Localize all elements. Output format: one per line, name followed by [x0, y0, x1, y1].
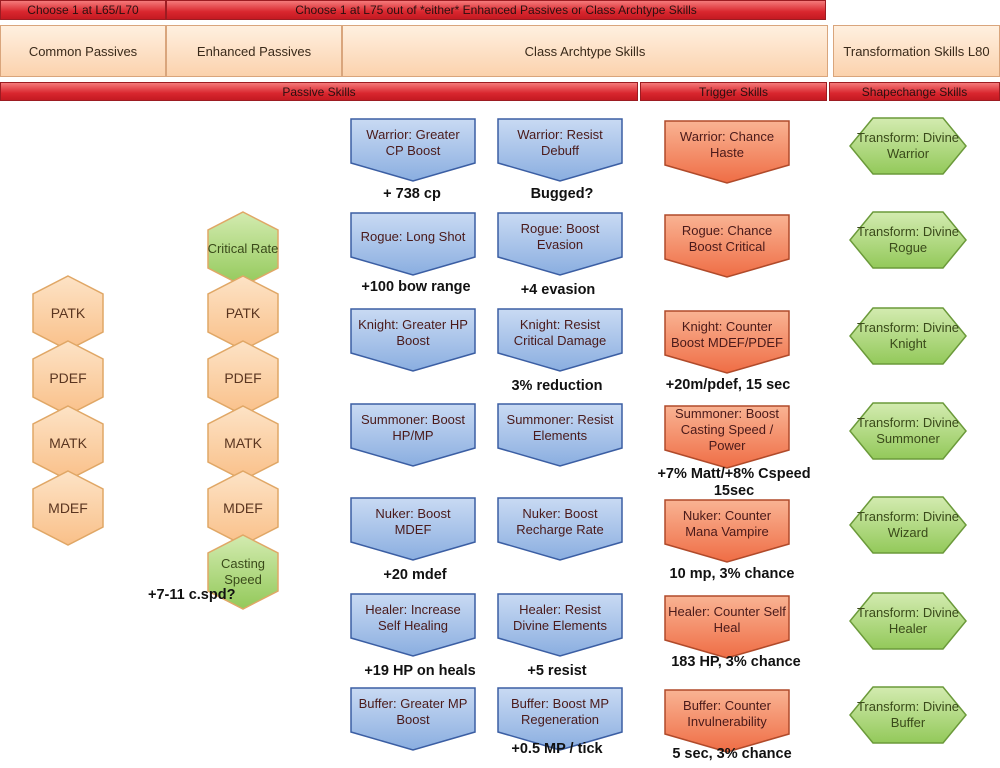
enhanced-passive-4: MDEF [207, 470, 279, 546]
class-passive2-0: Warrior: Resist Debuff [497, 118, 623, 182]
class-transform-1-label: Transform: Divine Rogue [856, 224, 960, 255]
class-passive1-2-label: Knight: Greater HP Boost [358, 316, 468, 348]
subheader-shapechange-skills: Shapechange Skills [829, 82, 1000, 101]
class-trigger-1-label: Rogue: Chance Boost Critical [681, 222, 773, 254]
enhanced-passive-4-label: MDEF [223, 500, 263, 516]
class-passive1-4: Nuker: Boost MDEF [350, 497, 476, 561]
class-transform-3-label: Transform: Divine Summoner [856, 415, 960, 446]
enhanced-passive-3-label: MATK [224, 435, 262, 451]
class-passive1-0: Warrior: Greater CP Boost [350, 118, 476, 182]
class-transform-4-label: Transform: Divine Wizard [856, 509, 960, 540]
class-transform-2: Transform: Divine Knight [849, 307, 967, 365]
class-passive1-3: Summoner: Boost HP/MP [350, 403, 476, 467]
header-right: Choose 1 at L75 out of *either* Enhanced… [166, 0, 826, 20]
enhanced-passive-5: Casting Speed [207, 534, 279, 610]
class-passive1-6: Buffer: Greater MP Boost [350, 687, 476, 751]
class-trigger-5-label: Healer: Counter Self Heal [668, 603, 786, 635]
common-passive-2-label: MATK [49, 435, 87, 451]
class-passive2-4: Nuker: Boost Recharge Rate [497, 497, 623, 561]
subheader-trigger-skills: Trigger Skills [640, 82, 827, 101]
enhanced-passive-0-label: Critical Rate [207, 241, 279, 256]
class-trigger-1: Rogue: Chance Boost Critical [664, 214, 790, 278]
class-passive2-6: Buffer: Boost MP Regeneration [497, 687, 623, 751]
enhanced-passive-2-label: PDEF [224, 370, 262, 386]
class-passive1-5-label: Healer: Increase Self Healing [365, 601, 461, 633]
annotation-1: Bugged? [530, 186, 594, 202]
column-transformation-skills: Transformation Skills L80 [833, 25, 1000, 77]
common-passive-3: MDEF [32, 470, 104, 546]
annotation-6: +19 HP on heals [364, 663, 476, 679]
class-trigger-2: Knight: Counter Boost MDEF/PDEF [664, 310, 790, 374]
class-passive1-6-label: Buffer: Greater MP Boost [358, 695, 468, 727]
class-passive2-3: Summoner: Resist Elements [497, 403, 623, 467]
common-passive-1-label: PDEF [49, 370, 87, 386]
class-transform-4: Transform: Divine Wizard [849, 496, 967, 554]
class-transform-5: Transform: Divine Healer [849, 592, 967, 650]
class-transform-2-label: Transform: Divine Knight [856, 320, 960, 351]
class-passive2-2: Knight: Resist Critical Damage [497, 308, 623, 372]
class-trigger-6: Buffer: Counter Invulnerability [664, 689, 790, 753]
annotation-4: 3% reduction [511, 378, 603, 394]
class-trigger-5: Healer: Counter Self Heal [664, 595, 790, 659]
class-trigger-3: Summoner: Boost Casting Speed / Power [664, 405, 790, 469]
class-trigger-4-label: Nuker: Counter Mana Vampire [682, 507, 772, 539]
class-passive2-1-label: Rogue: Boost Evasion [520, 220, 600, 252]
column-enhanced-passives: Enhanced Passives [166, 25, 342, 77]
annotation-5: +20 mdef [383, 567, 447, 583]
class-transform-0-label: Transform: Divine Warrior [856, 130, 960, 161]
class-transform-1: Transform: Divine Rogue [849, 211, 967, 269]
common-passive-3-label: MDEF [48, 500, 88, 516]
header-left: Choose 1 at L65/L70 [0, 0, 166, 20]
annotation-9: +20m/pdef, 15 sec [665, 377, 791, 393]
enhanced-passive-1: PATK [207, 275, 279, 351]
class-passive1-2: Knight: Greater HP Boost [350, 308, 476, 372]
column-common-passives: Common Passives [0, 25, 166, 77]
enhanced-passive-1-label: PATK [225, 305, 261, 321]
subheader-passive-skills: Passive Skills [0, 82, 638, 101]
class-passive1-5: Healer: Increase Self Healing [350, 593, 476, 657]
class-transform-6-label: Transform: Divine Buffer [856, 699, 960, 730]
class-trigger-6-label: Buffer: Counter Invulnerability [683, 697, 771, 729]
class-passive2-5-label: Healer: Resist Divine Elements [513, 601, 607, 633]
enhanced-note: +7-11 c.spd? [148, 587, 236, 603]
class-passive2-0-label: Warrior: Resist Debuff [517, 126, 603, 158]
class-passive1-4-label: Nuker: Boost MDEF [375, 505, 451, 537]
enhanced-passive-2: PDEF [207, 340, 279, 416]
annotation-10: 10 mp, 3% chance [669, 566, 795, 582]
annotation-0: + 738 cp [383, 186, 441, 202]
annotation-summoner-trigger: +7% Matt/+8% Cspeed 15sec [657, 466, 811, 499]
annotation-7: +5 resist [527, 663, 587, 679]
annotation-3: +4 evasion [520, 282, 596, 298]
class-transform-3: Transform: Divine Summoner [849, 402, 967, 460]
common-passive-2: MATK [32, 405, 104, 481]
class-trigger-3-label: Summoner: Boost Casting Speed / Power [674, 405, 780, 453]
class-trigger-0: Warrior: Chance Haste [664, 120, 790, 184]
class-passive2-2-label: Knight: Resist Critical Damage [513, 316, 607, 348]
class-passive1-1-label: Rogue: Long Shot [360, 228, 466, 244]
class-transform-0: Transform: Divine Warrior [849, 117, 967, 175]
class-passive1-3-label: Summoner: Boost HP/MP [360, 411, 466, 443]
class-passive2-1: Rogue: Boost Evasion [497, 212, 623, 276]
class-passive1-0-label: Warrior: Greater CP Boost [366, 126, 460, 158]
class-transform-6: Transform: Divine Buffer [849, 686, 967, 744]
class-passive2-6-label: Buffer: Boost MP Regeneration [510, 695, 610, 727]
class-passive2-4-label: Nuker: Boost Recharge Rate [516, 505, 604, 537]
common-passive-0-label: PATK [50, 305, 86, 321]
class-trigger-2-label: Knight: Counter Boost MDEF/PDEF [671, 318, 783, 350]
class-passive2-5: Healer: Resist Divine Elements [497, 593, 623, 657]
annotation-12: 5 sec, 3% chance [672, 746, 792, 762]
class-trigger-0-label: Warrior: Chance Haste [679, 128, 775, 160]
enhanced-passive-5-label: Casting Speed [220, 556, 266, 587]
class-transform-5-label: Transform: Divine Healer [856, 605, 960, 636]
class-passive2-3-label: Summoner: Resist Elements [506, 411, 614, 443]
class-passive1-1: Rogue: Long Shot [350, 212, 476, 276]
enhanced-passive-0: Critical Rate [207, 211, 279, 287]
annotation-2: +100 bow range [361, 279, 471, 295]
class-trigger-4: Nuker: Counter Mana Vampire [664, 499, 790, 563]
column-class-archtype-skills: Class Archtype Skills [342, 25, 828, 77]
annotation-8: +0.5 MP / tick [511, 741, 603, 757]
annotation-11: 183 HP, 3% chance [671, 654, 801, 670]
